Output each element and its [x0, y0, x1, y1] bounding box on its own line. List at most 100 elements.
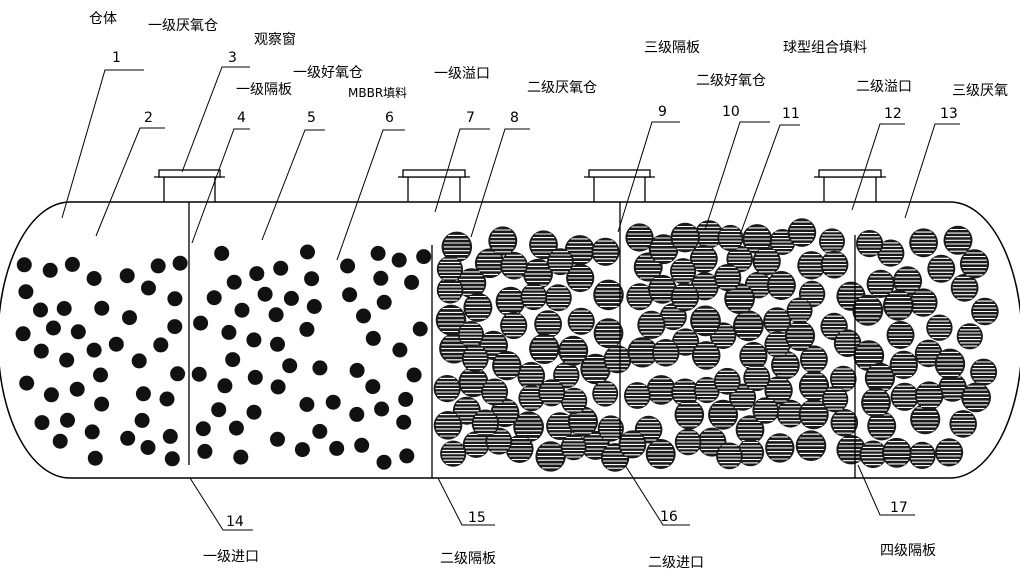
mbbr-dot — [404, 274, 420, 290]
mbbr-dot — [246, 404, 262, 420]
sphere-filler-ball — [914, 381, 944, 411]
sphere-filler-ball — [889, 350, 918, 380]
sphere-filler-ball — [836, 435, 866, 465]
sphere-filler-ball — [752, 247, 781, 276]
mbbr-dot — [16, 257, 32, 273]
sphere-filler-ball — [798, 399, 829, 430]
mbbr-dot — [270, 431, 285, 447]
callout-7: 7 — [466, 110, 475, 126]
mbbr-dot — [214, 245, 230, 261]
mbbr-dot — [150, 258, 166, 274]
sphere-filler-ball — [771, 350, 800, 380]
mbbr-dot — [52, 433, 68, 449]
mbbr-dot — [191, 366, 207, 382]
label-overflow-2: 二级溢口 — [856, 79, 912, 95]
sphere-filler-ball — [934, 348, 966, 380]
mbbr-dot — [399, 448, 415, 464]
sphere-filler-ball — [546, 412, 574, 440]
mbbr-dot — [349, 362, 365, 378]
sphere-filler-ball — [881, 437, 912, 468]
mbbr-dot — [108, 336, 124, 352]
sphere-filler-ball — [566, 263, 595, 293]
sphere-filler-ball — [736, 439, 765, 467]
sphere-filler-ball — [890, 382, 919, 411]
sphere-filler-ball — [457, 321, 484, 348]
label-partition-3: 三级隔板 — [644, 40, 700, 56]
callout-8: 8 — [510, 110, 519, 126]
callout-10: 10 — [722, 104, 740, 120]
sphere-filler-ball — [892, 266, 923, 296]
sphere-filler-ball — [591, 237, 620, 266]
sphere-filler-ball — [909, 228, 938, 258]
mbbr-dot — [167, 319, 183, 335]
sphere-filler-ball — [883, 289, 914, 321]
mbbr-dot — [365, 379, 381, 395]
tank-outline — [0, 201, 1020, 479]
mbbr-dot — [273, 260, 289, 276]
sphere-filler-ball — [956, 323, 983, 350]
mbbr-dot — [312, 423, 328, 439]
sphere-filler-ball — [513, 411, 544, 443]
mbbr-dot — [167, 291, 183, 307]
mbbr-dot — [299, 397, 315, 412]
sphere-filler-ball — [743, 364, 771, 392]
mbbr-dot — [370, 245, 386, 261]
mbbr-dot — [159, 391, 175, 407]
mbbr-dot — [131, 353, 147, 369]
mbbr-dot — [211, 402, 227, 418]
mbbr-dot — [257, 286, 273, 302]
callout-3: 3 — [228, 50, 237, 66]
sphere-filler-ball — [492, 350, 522, 381]
mbbr-dot — [140, 440, 156, 455]
mbbr-dot — [325, 394, 341, 410]
sphere-filler-ball — [886, 321, 915, 349]
mbbr-dot — [221, 324, 237, 340]
sphere-filler-ball — [908, 441, 936, 469]
observation-window-2 — [398, 169, 470, 202]
sphere-filler-ball — [867, 411, 897, 441]
mbbr-dot — [34, 415, 50, 431]
callout-17: 17 — [890, 500, 908, 516]
mbbr-dot — [247, 369, 263, 385]
callout-4: 4 — [237, 110, 246, 126]
sphere-filler-ball — [648, 274, 677, 304]
callout-14: 14 — [226, 514, 244, 530]
mbbr-dot — [228, 420, 244, 436]
label-aerobic-1: 一级好氧仓 — [293, 65, 363, 81]
sphere-filler-ball — [691, 341, 721, 370]
sphere-filler-ball — [708, 399, 739, 430]
callout-5: 5 — [307, 110, 316, 126]
callout-2: 2 — [144, 110, 153, 126]
mbbr-dot — [94, 396, 110, 412]
sphere-filler-ball — [859, 440, 887, 469]
mbbr-dot — [170, 366, 186, 382]
label-tank-body: 仓体 — [89, 11, 117, 27]
sphere-filler-ball — [798, 371, 830, 402]
sphere-filler-ball — [784, 320, 816, 351]
sphere-filler-ball — [830, 365, 857, 393]
mbbr-dot — [412, 321, 428, 337]
sphere-filler-ball — [567, 307, 595, 335]
sphere-filler-ball — [950, 273, 979, 302]
label-partition-4: 四级隔板 — [880, 543, 936, 559]
mbbr-dot — [416, 249, 432, 265]
sphere-filler-ball — [819, 228, 845, 255]
sphere-filler-ball — [529, 230, 558, 260]
sphere-filler-ball — [717, 224, 744, 252]
sphere-filler-ball — [926, 314, 953, 341]
sphere-filler-ball — [909, 288, 938, 317]
sphere-filler-ball — [935, 438, 964, 467]
mbbr-dot — [340, 258, 356, 274]
label-inlet-1: 一级进口 — [203, 549, 259, 565]
mbbr-dot — [342, 287, 358, 303]
mbbr-dot — [283, 290, 299, 306]
mbbr-dot — [246, 332, 262, 348]
sphere-filler-ball — [910, 404, 941, 435]
mbbr-dot — [356, 308, 371, 324]
mbbr-dot — [119, 268, 135, 284]
sphere-filler-ball — [852, 294, 884, 326]
sphere-filler-ball — [877, 239, 905, 267]
sphere-filler-ball — [970, 358, 998, 386]
mbbr-dot — [153, 337, 169, 353]
